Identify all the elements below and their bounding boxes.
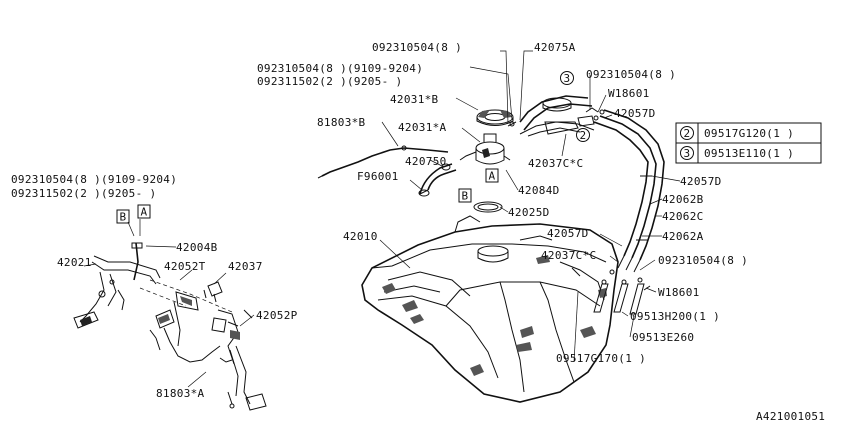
label-092310504-right: 092310504(8 ): [586, 68, 676, 81]
label-42057D-top: 42057D: [614, 107, 656, 120]
label-42025D: 42025D: [508, 206, 550, 219]
fuel-pump-assembly: [459, 109, 514, 213]
legend-table: 2 09517G120(1 ) 3 09513E110(1 ): [675, 122, 822, 164]
label-092310504-low: 092310504(8 ): [658, 254, 748, 267]
svg-text:2: 2: [580, 129, 587, 142]
circle-callout-2: 2: [576, 128, 590, 142]
ref-box-B-left: B: [116, 209, 130, 224]
svg-text:B: B: [462, 190, 469, 203]
label-09517G170: 09517G170(1 ): [556, 352, 646, 365]
label-81803B: 81803*B: [317, 116, 366, 129]
fuel-sender-left: [73, 242, 267, 411]
label-F96001: F96001: [357, 170, 399, 183]
svg-text:A: A: [141, 206, 148, 219]
label-42062B: 42062B: [662, 193, 704, 206]
label-42004B: 42004B: [176, 241, 218, 254]
label-42037: 42037: [228, 260, 263, 273]
legend-row-1-text: 09517G120(1 ): [704, 127, 794, 140]
label-42031A: 42031*A: [398, 121, 447, 134]
label-09513H200: 09513H200(1 ): [630, 310, 720, 323]
label-092310504-left: 092310504(8 )(9109-9204): [11, 173, 177, 186]
label-092311502-range: 092311502(2 )(9205- ): [257, 75, 402, 88]
fuel-lines-right: [507, 95, 665, 273]
legend-row-2-text: 09513E110(1 ): [704, 147, 794, 160]
svg-text:B: B: [120, 211, 127, 224]
svg-text:2: 2: [684, 127, 691, 140]
label-42021: 42021: [57, 256, 92, 269]
label-42052T: 42052T: [164, 260, 206, 273]
label-81803A: 81803*A: [156, 387, 205, 400]
label-42031B: 42031*B: [390, 93, 439, 106]
label-42084D: 42084D: [518, 184, 560, 197]
label-092310504-range: 092310504(8 )(9109-9204): [257, 62, 423, 75]
svg-text:A: A: [489, 170, 496, 183]
label-420750: 420750: [405, 155, 447, 168]
label-42062C: 42062C: [662, 210, 704, 223]
label-092311502-left: 092311502(2 )(9205- ): [11, 187, 156, 200]
ref-box-B-right: B: [458, 188, 472, 203]
hose-42075: [418, 163, 457, 197]
label-42052P: 42052P: [256, 309, 298, 322]
label-42037CC-low: 42037C*C: [541, 249, 596, 262]
label-42010: 42010: [343, 230, 378, 243]
svg-text:3: 3: [684, 147, 691, 160]
leader-lines: [83, 50, 681, 388]
label-42057D-low: 42057D: [547, 227, 589, 240]
label-42037CC-top: 42037C*C: [528, 157, 583, 170]
lower-hoses: [571, 267, 651, 363]
diagram-id: A421001051: [756, 410, 825, 423]
circle-callout-3: 3: [560, 71, 574, 85]
fuel-tank: [361, 215, 619, 403]
label-09513E260: 09513E260: [632, 331, 694, 344]
label-W18601-top: W18601: [608, 87, 650, 100]
ref-box-A-left: A: [137, 204, 151, 219]
label-42062A: 42062A: [662, 230, 704, 243]
part-labels: 092310504(8 ) 42075A 092310504(8 )(9109-…: [11, 41, 748, 400]
ref-box-A-right: A: [485, 168, 499, 183]
label-W18601-low: W18601: [658, 286, 700, 299]
svg-text:3: 3: [564, 72, 571, 85]
label-092310504-top: 092310504(8 ): [372, 41, 462, 54]
label-42057D-mid: 42057D: [680, 175, 722, 188]
vent-tube-81803b: [317, 145, 449, 179]
label-42075A: 42075A: [534, 41, 576, 54]
